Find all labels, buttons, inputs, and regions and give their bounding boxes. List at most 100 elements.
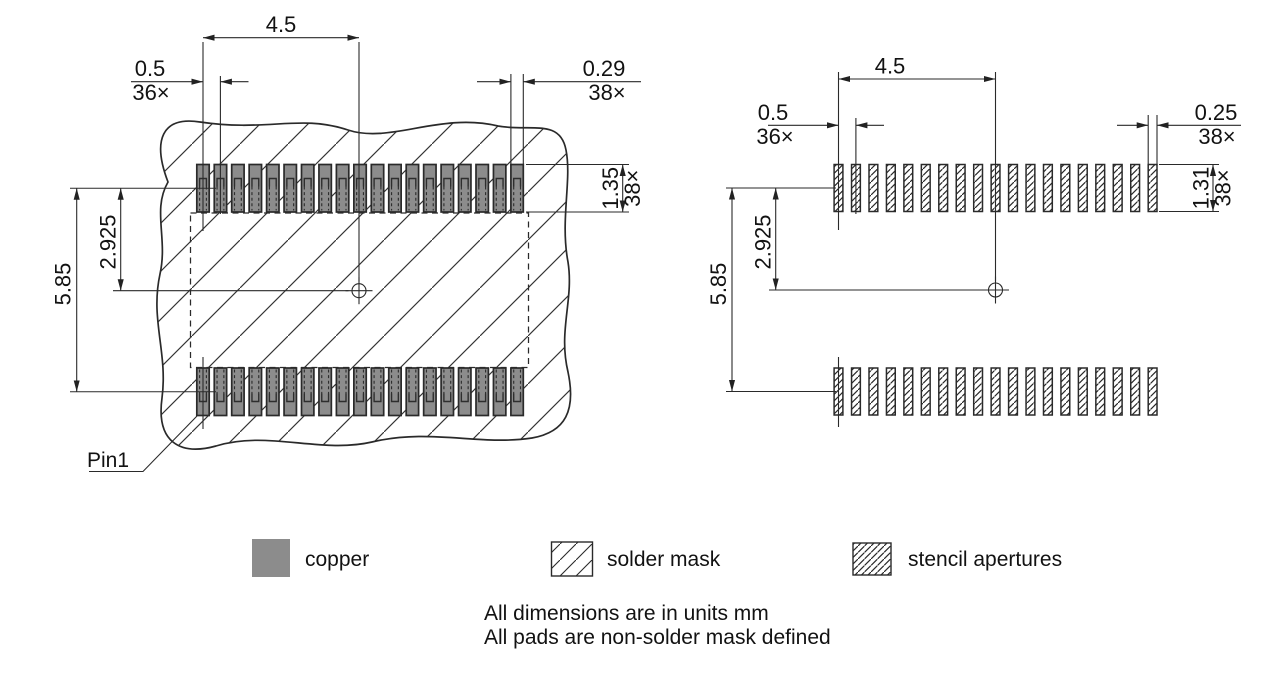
copper-pad	[213, 367, 228, 417]
copper-pad	[405, 163, 420, 213]
stencil-aperture	[955, 163, 966, 213]
stencil-aperture	[868, 163, 879, 213]
stencil-aperture	[920, 367, 931, 416]
stencil-aperture	[920, 163, 931, 213]
lead-contact-mark	[425, 393, 434, 403]
stencil-aperture	[938, 163, 949, 213]
dim-aperture-height-value: 1.31	[1189, 167, 1214, 210]
copper-pad	[318, 163, 333, 213]
lead-contact-mark	[390, 393, 400, 403]
copper-pad	[230, 367, 245, 417]
legend-label-stencil-apertures: stencil apertures	[908, 548, 1062, 571]
copper-pad	[248, 163, 263, 213]
lead-contact-mark	[390, 177, 400, 187]
stencil-aperture	[1025, 367, 1036, 416]
lead-contact-mark	[338, 177, 347, 187]
lead-contact-mark	[373, 393, 382, 403]
lead-contact-mark	[216, 393, 225, 403]
copper-pad	[230, 163, 245, 213]
dim-pin1-to-center: 4.5	[266, 12, 297, 37]
stencil-aperture	[1060, 367, 1071, 416]
legend-label-copper: copper	[305, 548, 369, 571]
origin-crosshair	[982, 276, 1009, 304]
stencil-aperture	[1130, 163, 1141, 213]
stencil-aperture	[868, 367, 879, 416]
stencil-aperture	[1147, 367, 1158, 416]
note-units: All dimensions are in units mm	[484, 602, 769, 625]
aperture-row-top	[833, 163, 1158, 213]
pin1-leader-line	[89, 415, 198, 473]
copper-pad-row-bottom	[195, 367, 525, 417]
copper-pad	[405, 367, 420, 417]
copper-pad	[440, 163, 455, 213]
lead-contact-mark	[495, 177, 504, 187]
lead-contact-mark	[268, 393, 277, 403]
lead-contact-mark	[373, 177, 382, 187]
lead-contact-mark	[443, 177, 452, 187]
legend-label-solder-mask: solder mask	[607, 548, 721, 571]
note-nsmd: All pads are non-solder mask defined	[484, 626, 831, 649]
lead-contact-mark	[251, 177, 260, 187]
copper-pad	[318, 367, 333, 417]
copper-pad	[353, 163, 368, 213]
copper-pad	[265, 367, 280, 417]
copper-pad	[353, 367, 368, 417]
lead-contact-mark	[478, 177, 487, 187]
stencil-aperture	[1042, 163, 1054, 213]
copper-pad	[510, 163, 525, 213]
dim-row-span: 5.85	[51, 263, 76, 306]
stencil-aperture	[1112, 163, 1123, 213]
dim-pitch-count: 36×	[756, 124, 793, 149]
drawing-notes: All dimensions are in units mm All pads …	[484, 602, 831, 649]
copper-pad	[492, 163, 507, 213]
lead-contact-mark	[286, 393, 295, 403]
stencil-aperture	[1077, 367, 1088, 416]
dim-pad-height-value: 1.35	[598, 167, 623, 210]
copper-pad	[300, 367, 315, 417]
dim-pitch-value: 0.5	[758, 100, 789, 125]
dim-row-center-offset: 2.925	[751, 214, 776, 269]
lead-contact-mark	[443, 393, 452, 403]
lead-contact-mark	[321, 177, 330, 187]
dim-pin1-to-center: 4.5	[875, 54, 906, 79]
stencil-aperture	[1007, 367, 1019, 416]
stencil-aperture	[1130, 367, 1141, 416]
copper-pad	[370, 367, 385, 417]
copper-pad	[475, 367, 490, 417]
copper-pad-row-top	[195, 163, 525, 213]
copper-swatch	[252, 539, 290, 577]
lead-contact-mark	[233, 393, 242, 403]
lead-contact-mark	[233, 177, 242, 187]
copper-pad	[335, 367, 350, 417]
copper-pad	[510, 367, 525, 417]
copper-pad	[370, 163, 385, 213]
dim-row-span: 5.85	[706, 263, 731, 306]
stencil-aperture	[972, 367, 984, 416]
origin-crosshair	[345, 277, 373, 305]
copper-pad	[440, 367, 455, 417]
lead-contact-mark	[355, 177, 365, 187]
dim-aperture-width-count: 38×	[1198, 124, 1235, 149]
lead-contact-mark	[513, 177, 522, 187]
legend: copper solder mask stencil apertures	[252, 539, 1062, 577]
stencil-aperture	[1112, 367, 1123, 416]
stencil-aperture	[1025, 163, 1036, 213]
stencil-aperture	[1060, 163, 1071, 213]
copper-pad	[457, 163, 472, 213]
stencil-aperture	[903, 367, 914, 416]
copper-pad	[492, 367, 507, 417]
pin1-label: Pin1	[87, 449, 129, 472]
stencil-aperture	[903, 163, 914, 213]
copper-pad	[422, 367, 437, 417]
lead-contact-mark	[460, 177, 469, 187]
lead-contact-mark	[251, 393, 260, 403]
copper-pad	[335, 163, 350, 213]
copper-pad	[265, 163, 280, 213]
stencil-aperture	[1095, 367, 1106, 416]
stencil-aperture	[1147, 163, 1158, 213]
lead-contact-mark	[303, 177, 312, 187]
dim-pad-width-count: 38×	[588, 80, 625, 105]
stencil-aperture	[955, 367, 966, 416]
stencil-aperture	[1095, 163, 1106, 213]
stencil-aperture	[885, 367, 897, 416]
